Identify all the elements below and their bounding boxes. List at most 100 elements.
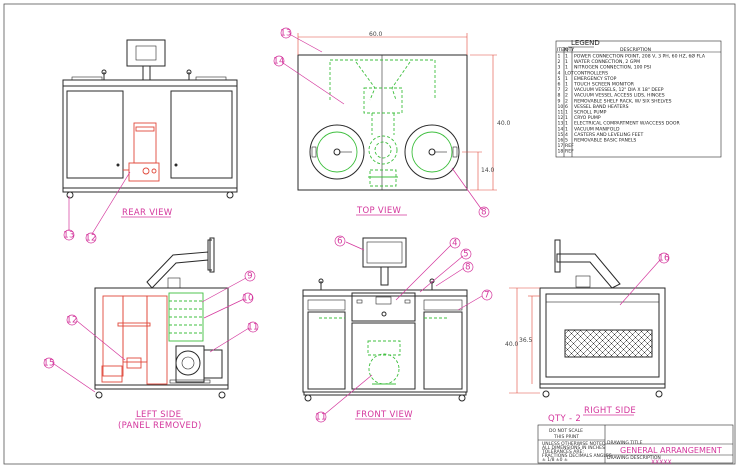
legend-row-item: 2 bbox=[558, 59, 561, 65]
rear-monitor bbox=[126, 39, 166, 67]
dim-top-width: 60.0 bbox=[369, 31, 383, 38]
legend-row-qty: 1 bbox=[565, 110, 568, 116]
svg-text:14: 14 bbox=[273, 57, 284, 67]
callout-12-left: 12 bbox=[66, 314, 77, 326]
callout-14-top: 14 bbox=[273, 55, 284, 67]
legend-row-item: 14 bbox=[558, 126, 564, 132]
callout-16-right: 16 bbox=[658, 252, 669, 264]
callout-8-front: 8 bbox=[462, 261, 474, 273]
legend-row-desc: NITROGEN CONNECTION, 100 PSI bbox=[574, 65, 651, 71]
legend-title: LEGEND bbox=[571, 39, 600, 47]
svg-text:11: 11 bbox=[315, 413, 326, 423]
legend-col-item: ITEM bbox=[557, 47, 568, 53]
legend-row-qty: REF bbox=[565, 143, 574, 149]
label-rear-view: REAR VIEW bbox=[122, 208, 173, 218]
tb-do-not-scale-1: DO NOT SCALE bbox=[549, 428, 583, 434]
dim-top-depth: 40.0 bbox=[497, 120, 511, 127]
legend-row-desc: CASTERS AND LEVELING FEET bbox=[574, 132, 643, 138]
legend-row-desc: WATER CONNECTION, 2 GPM bbox=[574, 59, 640, 65]
svg-text:16: 16 bbox=[658, 254, 669, 264]
top-left-vessel bbox=[309, 124, 365, 180]
svg-text:13: 13 bbox=[280, 29, 291, 39]
tb-do-not-scale-2: THIS PRINT bbox=[553, 434, 579, 440]
right-side-view bbox=[509, 239, 666, 398]
tb-number-label: DRAWING DESCRIPTION bbox=[607, 455, 661, 461]
callout-11-front: 11 bbox=[315, 411, 326, 423]
svg-text:9: 9 bbox=[247, 272, 253, 282]
sheet-border bbox=[3, 3, 736, 465]
callout-12-rear: 12 bbox=[85, 232, 96, 244]
legend-row-desc: VACUUM VESSEL ACCESS LIDS, HINGES bbox=[574, 93, 665, 99]
legend-row-item: 1 bbox=[558, 54, 561, 60]
legend-row-item: 5 bbox=[558, 76, 561, 82]
callout-7-front: 7 bbox=[481, 289, 493, 301]
svg-text:4: 4 bbox=[452, 239, 458, 249]
legend-row-desc: VACUUM VESSELS, 12" DIA X 18" DEEP bbox=[574, 87, 664, 93]
rear-view bbox=[62, 39, 238, 199]
top-outline bbox=[297, 54, 468, 191]
dim-right-height-inner: 36.5 bbox=[519, 337, 533, 344]
svg-text:11: 11 bbox=[247, 323, 258, 333]
dim-top-offset: 14.0 bbox=[481, 167, 495, 174]
callout-9-left: 9 bbox=[244, 270, 256, 282]
legend-row-desc: CRYO PUMP bbox=[574, 115, 601, 121]
label-left-side: LEFT SIDE bbox=[136, 410, 181, 420]
legend-row-item: 10 bbox=[558, 104, 564, 110]
tb-tolerances: ± 1/8 ±0 ± bbox=[542, 457, 568, 463]
callout-13-rear: 13 bbox=[63, 229, 74, 241]
legend-row-desc: ELECTRICAL COMPARTMENT W/ACCESS DOOR bbox=[574, 121, 680, 127]
legend-row-item: 12 bbox=[558, 115, 564, 121]
svg-text:10: 10 bbox=[242, 294, 253, 304]
label-left-side-sub: (PANEL REMOVED) bbox=[118, 421, 202, 431]
legend-row-desc: VACUUM MANIFOLD bbox=[574, 126, 620, 132]
legend-row-item: 7 bbox=[558, 87, 561, 93]
left-body bbox=[94, 287, 229, 386]
legend-row-qty: 1 bbox=[565, 59, 568, 65]
legend-row-item: 18 bbox=[558, 149, 564, 155]
legend-col-qty: QTY bbox=[565, 47, 574, 53]
legend-row-desc: CONTROLLERS bbox=[574, 70, 608, 76]
legend-row-qty: 1 bbox=[565, 54, 568, 60]
rear-right-panel bbox=[170, 90, 233, 179]
front-body bbox=[302, 295, 468, 393]
legend-row-desc: REMOVABLE SHELF RACK, W/ SIX SHELVES bbox=[574, 98, 672, 104]
legend-row-qty: 1 bbox=[565, 126, 568, 132]
callout-10-left: 10 bbox=[242, 292, 253, 304]
front-monitor bbox=[362, 237, 407, 268]
svg-text:12: 12 bbox=[66, 316, 77, 326]
top-view bbox=[297, 33, 497, 191]
title-block: DO NOT SCALE THIS PRINT UNLESS OTHERWISE… bbox=[537, 424, 734, 466]
legend-row-qty: 1 bbox=[565, 121, 568, 127]
legend-row-desc: REMOVABLE BASIC PANELS bbox=[574, 138, 636, 144]
right-vent bbox=[564, 329, 653, 358]
legend-row-item: 11 bbox=[558, 110, 564, 116]
svg-text:5: 5 bbox=[463, 250, 469, 260]
legend-row-item: 3 bbox=[558, 65, 561, 71]
tb-drawing-number: XXXXX bbox=[651, 459, 672, 466]
legend-row-qty: 6 bbox=[565, 104, 568, 110]
tb-unless-3: TOLERANCES ARE: bbox=[541, 449, 584, 455]
svg-text:6: 6 bbox=[337, 237, 343, 247]
rear-left-panel bbox=[66, 90, 124, 179]
label-front-view: FRONT VIEW bbox=[356, 410, 413, 420]
legend-row-qty: 1 bbox=[565, 65, 568, 71]
legend-row-qty: LOT bbox=[565, 70, 574, 76]
legend-row-item: 8 bbox=[558, 93, 561, 99]
callout-6-front: 6 bbox=[334, 235, 346, 247]
legend-row-item: 15 bbox=[558, 132, 564, 138]
legend-row-item: 4 bbox=[558, 70, 561, 76]
top-right-vessel bbox=[404, 124, 460, 180]
dim-right-height: 40.0 bbox=[505, 341, 519, 348]
svg-text:15: 15 bbox=[43, 359, 54, 369]
legend-row-item: 13 bbox=[558, 121, 564, 127]
callout-15-left: 15 bbox=[43, 357, 54, 369]
legend-row-qty: 2 bbox=[565, 98, 568, 104]
svg-text:13: 13 bbox=[63, 231, 74, 241]
callout-13-top: 13 bbox=[280, 27, 291, 39]
left-side-view bbox=[94, 237, 229, 399]
legend-row-qty: 4 bbox=[565, 132, 568, 138]
tb-unless-1: UNLESS OTHERWISE NOTED bbox=[542, 441, 606, 447]
legend-row-desc: POWER CONNECTION POINT, 208 V, 3 PH, 60 … bbox=[574, 53, 706, 60]
